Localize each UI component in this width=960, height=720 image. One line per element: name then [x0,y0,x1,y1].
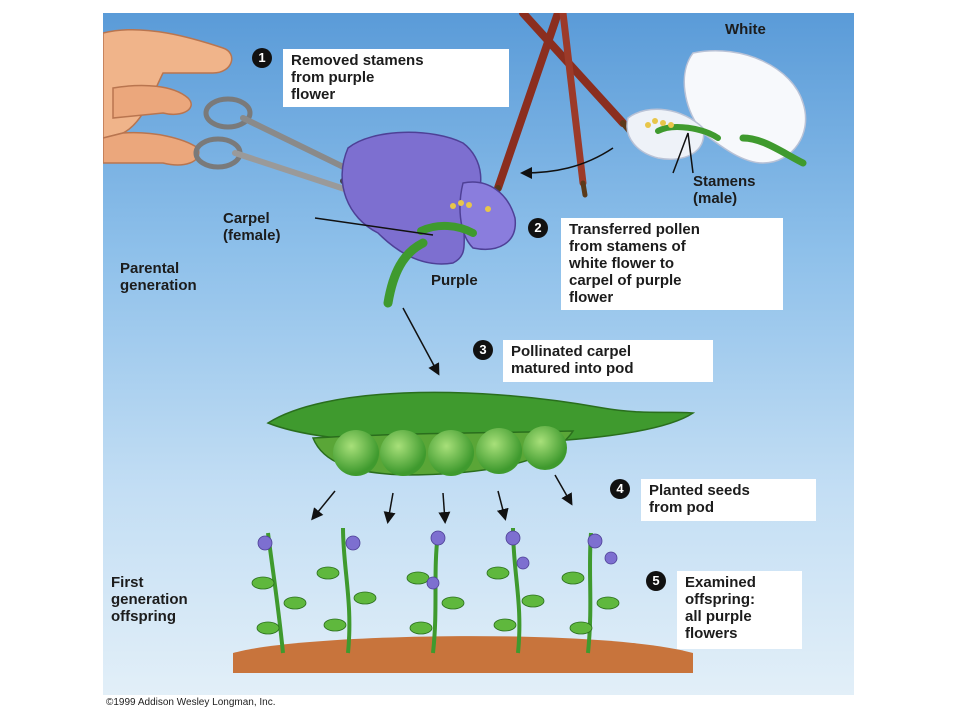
step-5-box: Examined offspring: all purple flowers [677,571,802,649]
step-2-text: Transferred pollen from stamens of white… [569,221,700,306]
first-generation-label: First generation offspring [111,574,188,625]
step-3-text: Pollinated carpel matured into pod [511,343,634,377]
step-5-number: 5 [646,571,666,591]
step-5-text: Examined offspring: all purple flowers [685,574,756,642]
step-3-box: Pollinated carpel matured into pod [503,340,713,382]
copyright-notice: ©1999 Addison Wesley Longman, Inc. [106,697,276,708]
step-2-number: 2 [528,218,548,238]
stamens-label: Stamens (male) [693,173,756,207]
pea-pod [266,391,696,476]
hand-with-scissors [103,28,451,226]
carpel-label: Carpel (female) [223,210,281,244]
step-4-box: Planted seeds from pod [641,479,816,521]
paintbrushes [488,13,636,211]
purple-flower-label: Purple [431,272,478,289]
illustration-panel: White Stamens (male) Carpel (female) Pur… [103,13,854,695]
step-1-text: Removed stamens from purple flower [291,52,424,103]
step-3-number: 3 [473,340,493,360]
seed-arrows [311,474,573,524]
parental-generation-label: Parental generation [120,260,197,294]
white-flower-label: White [725,21,766,38]
step-1-number: 1 [252,48,272,68]
step-4-text: Planted seeds from pod [649,482,750,516]
step-1-box: Removed stamens from purple flower [283,49,509,107]
mendel-cross-illustration [103,13,807,673]
purple-flower [314,131,516,376]
step-4-number: 4 [610,479,630,499]
soil [233,636,693,673]
step-2-box: Transferred pollen from stamens of white… [561,218,783,310]
white-flower [520,50,807,179]
offspring-plants [251,527,620,654]
